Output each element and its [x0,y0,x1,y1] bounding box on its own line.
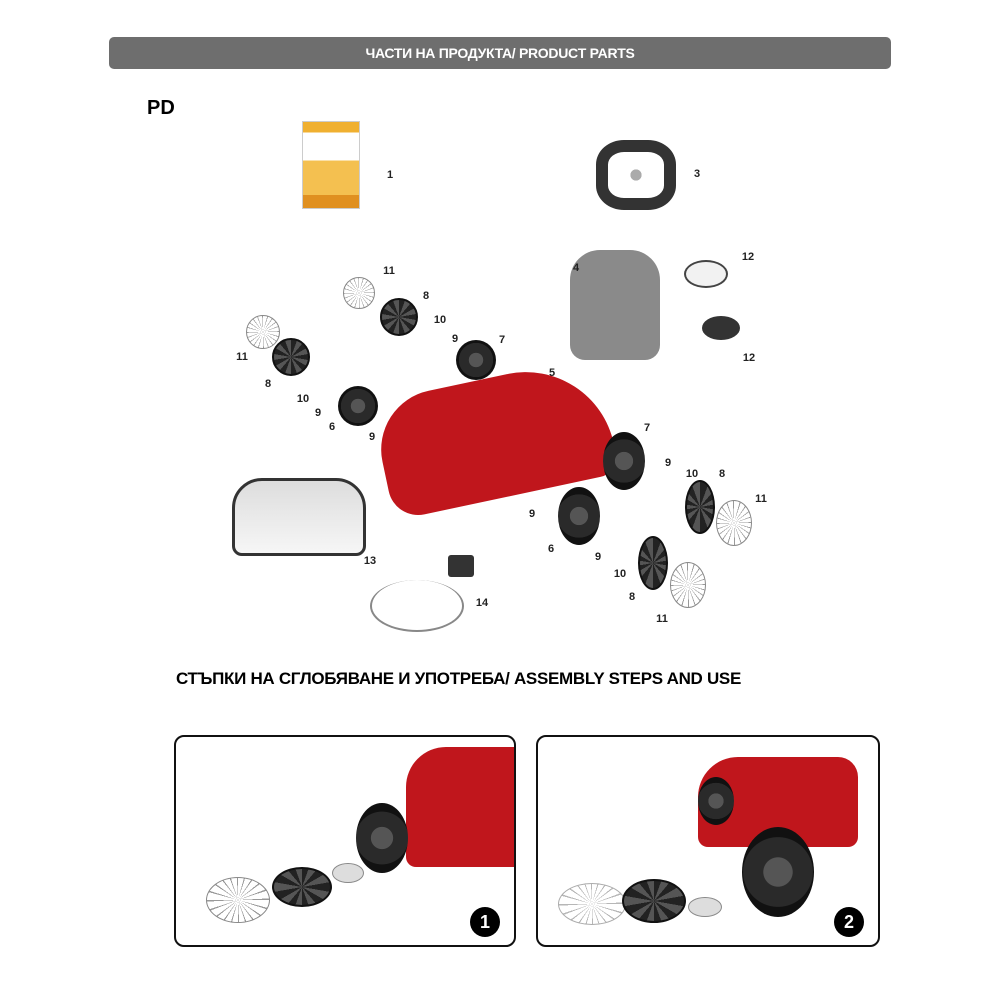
part-label: 9 [528,508,536,520]
assembly-step-2: 2 [536,735,880,947]
part-label: 8 [628,591,636,603]
part-label: 12 [741,251,755,263]
hubcap-image [246,315,280,349]
part-label: 1 [386,169,394,181]
part-label: 7 [643,422,651,434]
hub-image [622,879,686,923]
charger-cable [370,580,464,632]
hub-image [380,298,418,336]
wheel-image [456,340,496,380]
part-label: 10 [433,314,447,326]
part-label: 9 [314,407,322,419]
part-label: 12 [742,352,756,364]
part-label: 9 [451,333,459,345]
mirror-image [702,316,740,340]
part-label: 3 [693,168,701,180]
product-parts-banner: ЧАСТИ НА ПРОДУКТА/ PRODUCT PARTS [109,37,891,69]
part-label: 8 [264,378,272,390]
part-label: 13 [363,555,377,567]
assembly-step-1: 1 [174,735,516,947]
part-label: 4 [572,262,580,274]
hub-image [638,536,668,590]
wheel-image [558,487,600,545]
step-number-badge: 1 [470,907,500,937]
wheel-image [698,777,734,825]
wheel-image [356,803,408,873]
seat-image [570,250,660,360]
part-label: 6 [547,543,555,555]
part-label: 11 [236,351,248,363]
hub-image [272,338,310,376]
part-label: 11 [383,265,395,277]
part-label: 9 [594,551,602,563]
hubcap-image [716,500,752,546]
hub-image [685,480,715,534]
part-label: 6 [328,421,336,433]
washer-image [332,863,364,883]
part-label: 9 [368,431,376,443]
hub-image [272,867,332,907]
wheel-image [742,827,814,917]
part-label: 10 [296,393,310,405]
charger-image [448,555,474,577]
car-fender-image [406,747,514,867]
part-label: 11 [656,613,668,625]
wheel-image [603,432,645,490]
part-label: 10 [685,468,699,480]
part-label: 9 [664,457,672,469]
part-label: 8 [422,290,430,302]
hubcap-image [670,562,706,608]
hubcap-image [558,883,626,925]
assembly-title: СТЪПКИ НА СГЛОБЯВАНЕ И УПОТРЕБА/ ASSEMBL… [176,669,742,688]
hubcap-image [343,277,375,309]
part-label: 5 [548,367,556,379]
part-label: 11 [755,493,767,505]
manual-book-image [302,121,360,209]
part-label: 10 [613,568,627,580]
wheel-image [338,386,378,426]
model-code: PD [147,97,175,119]
hubcap-image [206,877,270,923]
steering-wheel-image [596,140,676,210]
mirror-image [684,260,728,288]
washer-image [688,897,722,917]
part-label: 8 [718,468,726,480]
windshield-image [232,478,366,556]
step-number-badge: 2 [834,907,864,937]
part-label: 7 [498,334,506,346]
part-label: 14 [475,597,489,609]
